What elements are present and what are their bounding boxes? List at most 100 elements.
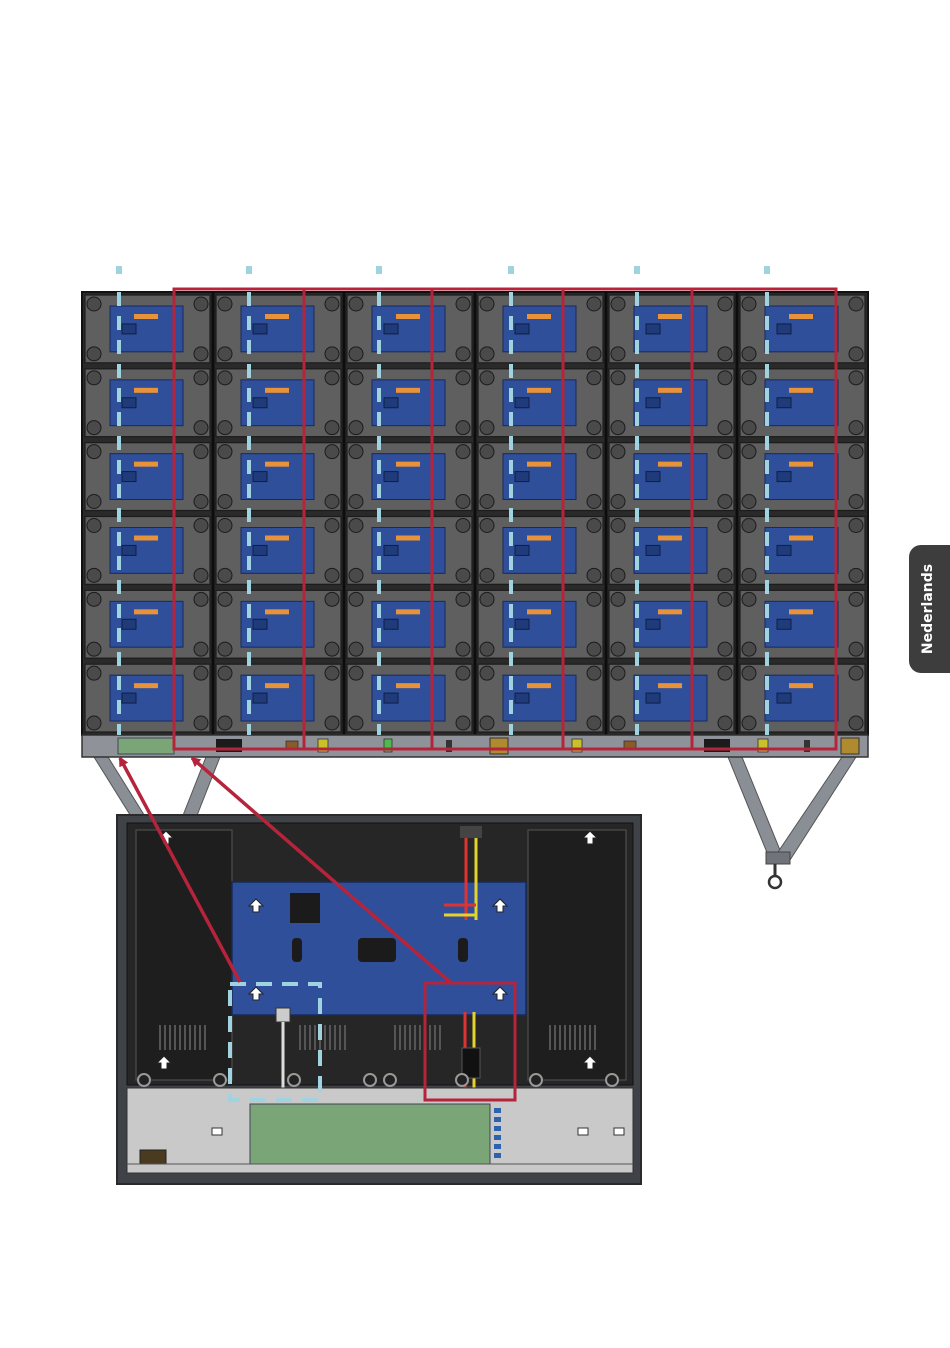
corner-mount xyxy=(587,666,601,680)
corner-mount xyxy=(456,371,470,385)
language-tab[interactable]: Nederlands xyxy=(909,545,950,673)
rail-bracket xyxy=(841,738,859,754)
corner-mount xyxy=(194,716,208,730)
led-cabinet xyxy=(85,295,210,363)
led-cabinet xyxy=(347,664,472,732)
bottom-rail xyxy=(82,735,868,757)
power-connector xyxy=(527,683,551,688)
data-port xyxy=(384,619,398,629)
corner-mount xyxy=(849,371,863,385)
led-cabinet xyxy=(740,590,865,658)
corner-mount xyxy=(742,445,756,459)
power-connector xyxy=(265,388,289,393)
data-port xyxy=(384,545,398,555)
corner-mount xyxy=(456,568,470,582)
data-port xyxy=(646,693,660,703)
receiving-card-module xyxy=(765,306,838,352)
power-connector xyxy=(658,314,682,319)
corner-mount xyxy=(325,445,339,459)
corner-mount xyxy=(349,297,363,311)
power-connector xyxy=(396,609,420,614)
corner-mount xyxy=(480,716,494,730)
power-connector xyxy=(134,388,158,393)
led-cabinet xyxy=(609,369,734,437)
data-port xyxy=(122,545,136,555)
data-port xyxy=(122,324,136,334)
power-connector xyxy=(134,609,158,614)
led-cabinet xyxy=(478,295,603,363)
data-port xyxy=(777,324,791,334)
receiving-card-module xyxy=(634,306,707,352)
corner-mount xyxy=(718,495,732,509)
corner-mount xyxy=(718,297,732,311)
mounting-hole xyxy=(456,1074,468,1086)
corner-mount xyxy=(349,519,363,533)
corner-mount xyxy=(456,421,470,435)
corner-mount xyxy=(349,666,363,680)
corner-mount xyxy=(480,445,494,459)
corner-mount xyxy=(480,642,494,656)
stand-leg-right-inner xyxy=(776,757,856,860)
mounting-hole xyxy=(138,1074,150,1086)
data-port xyxy=(122,472,136,482)
corner-mount xyxy=(349,371,363,385)
path-marker-top xyxy=(246,266,252,274)
corner-mount xyxy=(87,666,101,680)
power-connector xyxy=(396,314,420,319)
receiving-card-module xyxy=(503,306,576,352)
corner-mount xyxy=(611,495,625,509)
corner-mount xyxy=(480,495,494,509)
corner-mount xyxy=(742,421,756,435)
detail-port xyxy=(140,1150,166,1164)
corner-mount xyxy=(349,347,363,361)
corner-mount xyxy=(611,371,625,385)
corner-mount xyxy=(194,642,208,656)
corner-mount xyxy=(456,297,470,311)
data-port xyxy=(777,472,791,482)
status-led xyxy=(494,1117,501,1122)
corner-mount xyxy=(325,297,339,311)
corner-mount xyxy=(87,495,101,509)
corner-mount xyxy=(587,297,601,311)
led-cabinet xyxy=(85,590,210,658)
corner-mount xyxy=(742,716,756,730)
data-port xyxy=(646,324,660,334)
corner-mount xyxy=(587,421,601,435)
corner-mount xyxy=(349,642,363,656)
data-port xyxy=(515,693,529,703)
corner-mount xyxy=(480,297,494,311)
data-port xyxy=(384,398,398,408)
data-port xyxy=(122,398,136,408)
power-connector xyxy=(527,462,551,467)
corner-mount xyxy=(218,445,232,459)
corner-mount xyxy=(218,666,232,680)
led-cabinet xyxy=(478,664,603,732)
corner-mount xyxy=(849,519,863,533)
detail-hole xyxy=(292,938,302,962)
path-marker-top xyxy=(376,266,382,274)
led-cabinet xyxy=(216,590,341,658)
status-led xyxy=(494,1153,501,1158)
corner-mount xyxy=(87,421,101,435)
receiving-card-module xyxy=(503,601,576,647)
corner-mount xyxy=(587,642,601,656)
power-connector xyxy=(658,536,682,541)
corner-mount xyxy=(218,495,232,509)
corner-mount xyxy=(587,716,601,730)
corner-mount xyxy=(718,666,732,680)
rail-slot xyxy=(578,1128,588,1135)
corner-mount xyxy=(718,421,732,435)
corner-mount xyxy=(718,592,732,606)
corner-mount xyxy=(587,592,601,606)
data-port xyxy=(777,619,791,629)
led-video-wall xyxy=(82,292,868,735)
data-port xyxy=(253,693,267,703)
corner-mount xyxy=(718,445,732,459)
corner-mount xyxy=(325,421,339,435)
led-cabinet xyxy=(740,295,865,363)
corner-mount xyxy=(325,642,339,656)
led-cabinet xyxy=(740,443,865,511)
receiving-card-module xyxy=(765,601,838,647)
corner-mount xyxy=(480,371,494,385)
data-port xyxy=(777,545,791,555)
